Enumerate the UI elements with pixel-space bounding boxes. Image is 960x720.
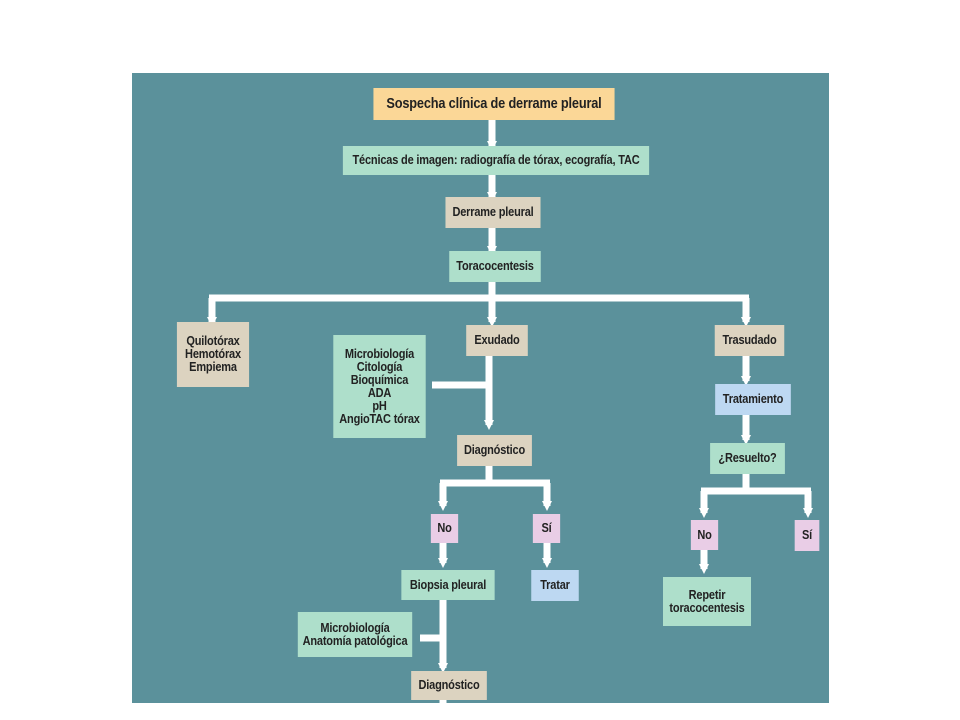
node-treatment: Tratamiento [715, 384, 791, 415]
node-yes-2: Sí [794, 520, 820, 551]
node-yes-1: Sí [532, 514, 561, 543]
flowchart-panel: Sospecha clínica de derrame pleural Técn… [132, 73, 829, 703]
node-repeat-thoracentesis: Repetir toracocentesis [663, 577, 751, 626]
node-no-2: No [690, 520, 719, 550]
node-thoracentesis: Toracocentesis [449, 251, 541, 282]
node-biopsy-tests: Microbiología Anatomía patológica [297, 612, 413, 657]
node-treat: Tratar [531, 570, 579, 601]
node-effusion: Derrame pleural [445, 197, 541, 228]
node-transudate: Trasudado [714, 325, 785, 356]
node-start: Sospecha clínica de derrame pleural [373, 88, 615, 120]
node-biopsy: Biopsia pleural [401, 570, 495, 600]
flow-arrows [207, 120, 813, 703]
node-imaging: Técnicas de imagen: radiografía de tórax… [342, 146, 650, 175]
node-no-1: No [430, 514, 459, 543]
node-exudate-tests: Microbiología Citología Bioquímica ADA p… [333, 335, 426, 438]
node-exudate: Exudado [466, 325, 528, 356]
node-diagnosis-2: Diagnóstico [411, 671, 487, 700]
node-chylothorax: Quilotórax Hemotórax Empiema [176, 322, 250, 387]
node-resolved: ¿Resuelto? [710, 443, 785, 474]
node-diagnosis-1: Diagnóstico [457, 435, 532, 466]
